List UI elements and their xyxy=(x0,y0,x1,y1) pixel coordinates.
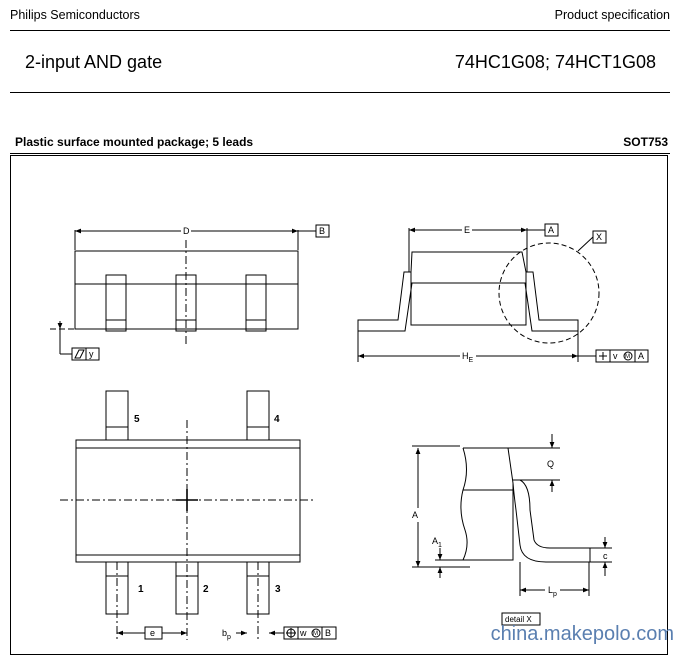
pin-number-2: 2 xyxy=(203,584,209,595)
header-rule xyxy=(10,30,670,31)
detail-x-view xyxy=(412,434,612,626)
pin-number-1: 1 xyxy=(138,584,144,595)
detail-x-caption: detail X xyxy=(505,615,532,624)
plan-view xyxy=(60,390,337,640)
dim-label-bp: bp xyxy=(222,628,231,641)
dim-label-c: c xyxy=(603,551,608,561)
datum-label-b: B xyxy=(319,226,325,236)
dim-label-lp: Lp xyxy=(548,585,557,598)
pin-number-5: 5 xyxy=(134,414,140,425)
tolerance-datum-b: B xyxy=(325,628,331,638)
dim-label-e-pitch: e xyxy=(150,628,155,638)
watermark: china.makepolo.com xyxy=(490,623,674,645)
package-description: Plastic surface mounted package; 5 leads xyxy=(15,135,254,149)
device-title: 2-input AND gate xyxy=(25,52,163,72)
title-rule xyxy=(10,92,670,93)
tolerance-label-w: w xyxy=(299,628,307,638)
dim-label-a: A xyxy=(412,510,418,520)
document-type: Product specification xyxy=(554,8,670,22)
dim-label-q: Q xyxy=(547,459,554,469)
company-name: Philips Semiconductors xyxy=(10,8,140,22)
tolerance-label-y: y xyxy=(89,349,94,359)
dim-label-e: E xyxy=(464,225,470,235)
pin-number-4: 4 xyxy=(274,414,280,425)
package-rule xyxy=(10,153,670,154)
dim-label-d: D xyxy=(183,226,190,236)
mmc-symbol-m: M xyxy=(625,354,630,360)
part-numbers: 74HC1G08; 74HCT1G08 xyxy=(454,52,656,72)
dim-label-he: HE xyxy=(462,351,474,364)
package-code: SOT753 xyxy=(623,135,668,149)
mmc-symbol-m-bottom: M xyxy=(313,631,318,637)
pin-number-3: 3 xyxy=(275,584,281,595)
tolerance-datum-a: A xyxy=(638,351,644,361)
tolerance-label-v: v xyxy=(613,351,618,361)
top-view xyxy=(50,224,330,361)
dim-label-a1: A1 xyxy=(432,536,442,549)
datum-label-a: A xyxy=(548,225,554,235)
detail-ref-label-x: X xyxy=(596,232,602,242)
side-view xyxy=(357,223,649,363)
